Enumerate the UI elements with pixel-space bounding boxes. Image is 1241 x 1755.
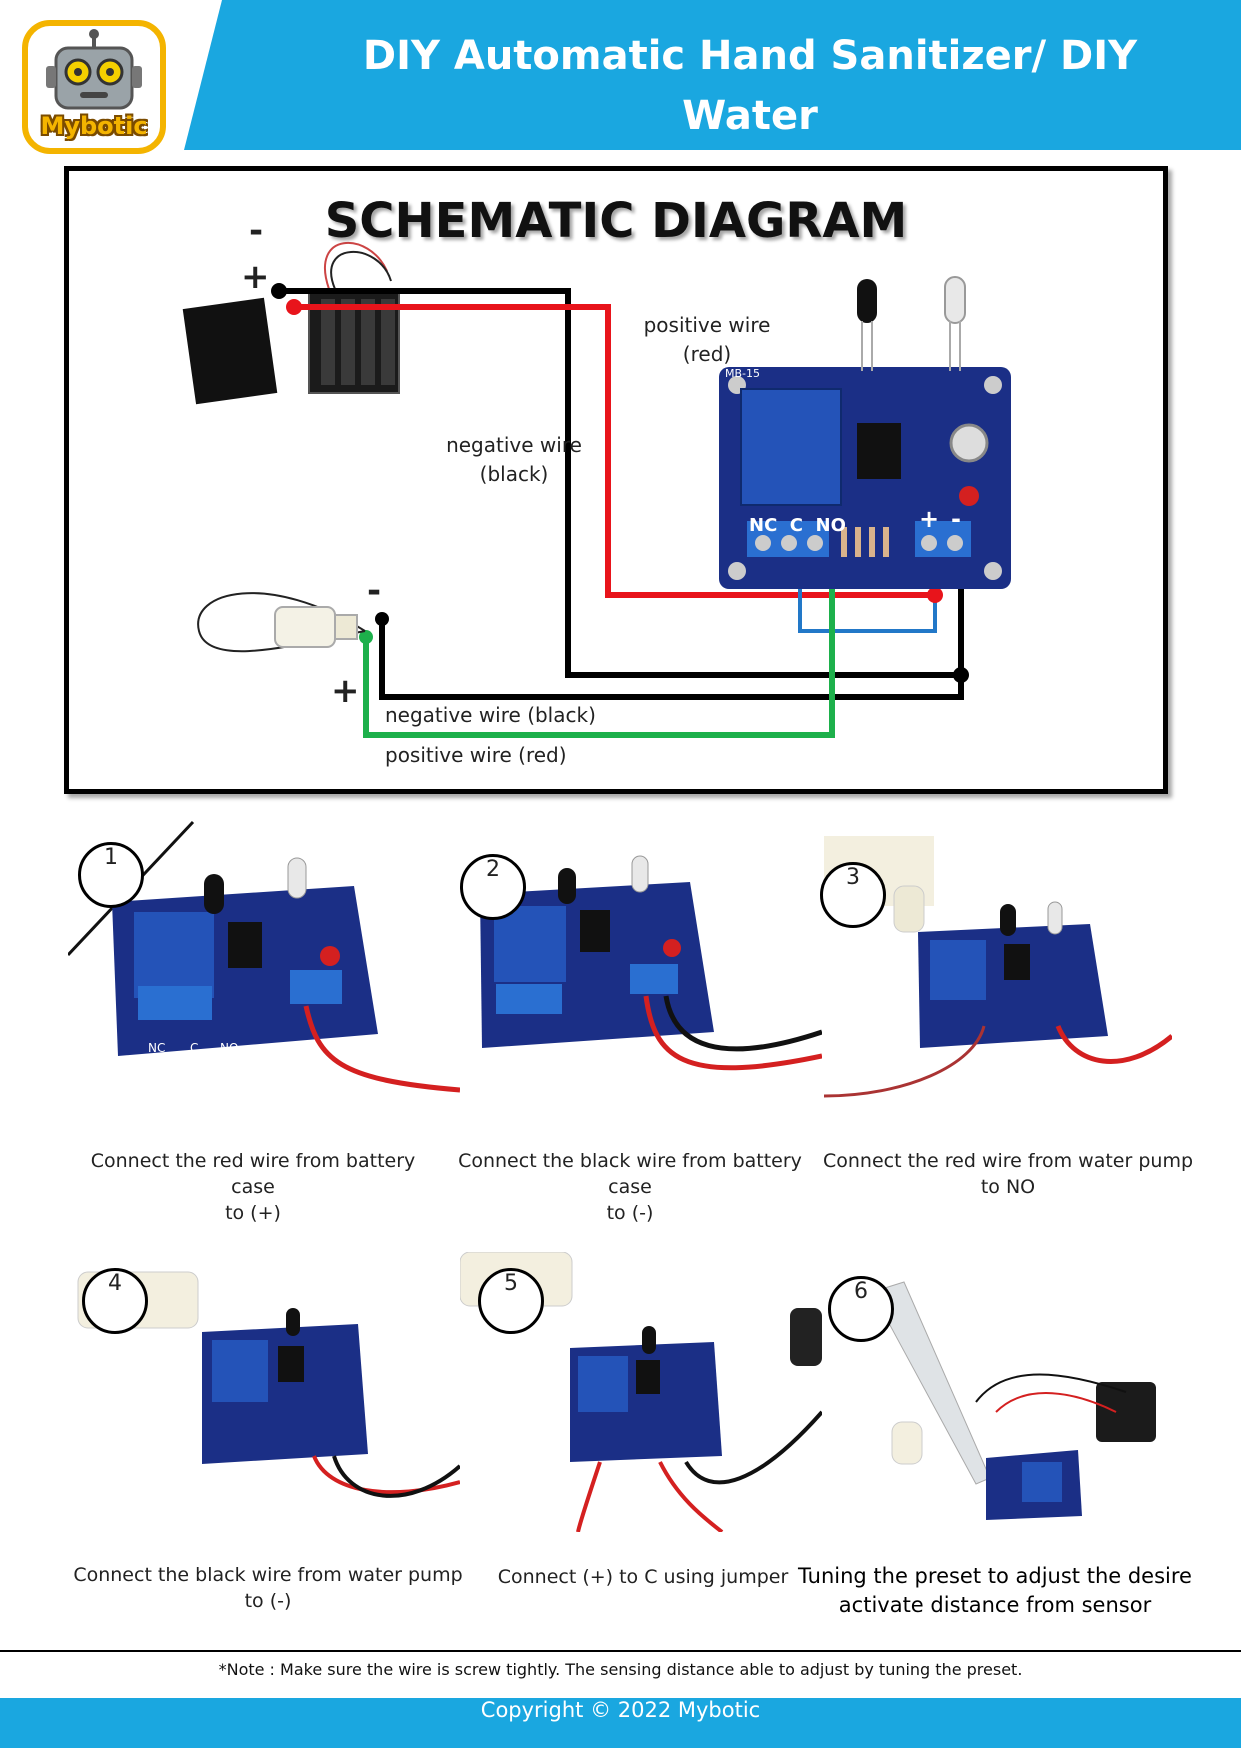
power-plus-label: + bbox=[919, 505, 940, 533]
title-line-1: DIY Automatic Hand Sanitizer/ DIY Water bbox=[362, 33, 1138, 139]
board-positive-node bbox=[927, 587, 943, 603]
footer-divider bbox=[0, 1650, 1241, 1652]
step-2-number: 2 bbox=[460, 854, 526, 920]
schematic-title: SCHEMATIC DIAGRAM bbox=[324, 193, 908, 249]
black-wire-pump bbox=[379, 563, 964, 700]
relay-terminal-labels: NC C NO bbox=[749, 515, 846, 536]
step-1-number: 1 bbox=[78, 842, 144, 908]
pump-negative-node bbox=[375, 612, 389, 626]
svg-text:C: C bbox=[190, 1041, 198, 1055]
footer-note: *Note : Make sure the wire is screw tigh… bbox=[218, 1660, 1023, 1679]
step-5: 5 bbox=[460, 1252, 822, 1532]
schematic-drawing bbox=[182, 241, 1011, 738]
step-6-number: 6 bbox=[828, 1276, 894, 1342]
mybotic-logo: Mybotic bbox=[22, 20, 166, 154]
negative-wire-label: negative wire (black) bbox=[446, 433, 582, 486]
board-negative-node bbox=[953, 667, 969, 683]
power-minus-label: - bbox=[951, 505, 961, 533]
step-6-photo bbox=[871, 1281, 1156, 1520]
schematic-diagram: SCHEMATIC DIAGRAM - + positive wire (red… bbox=[64, 166, 1168, 794]
robot-icon bbox=[46, 29, 142, 110]
step-5-caption: Connect (+) to C using jumper bbox=[497, 1566, 789, 1588]
pump-negative-symbol: - bbox=[367, 571, 382, 611]
footer-bar: Copyright © 2022 Mybotic bbox=[0, 1698, 1241, 1748]
step-3-number: 3 bbox=[820, 862, 886, 928]
battery-positive-node bbox=[286, 299, 302, 315]
step-3: 3 bbox=[820, 836, 1172, 1102]
battery-negative-node bbox=[271, 283, 287, 299]
step-2-caption: Connect the black wire from battery case… bbox=[458, 1150, 802, 1224]
board-model-label: MB-15 bbox=[725, 367, 761, 380]
battery-positive-symbol: + bbox=[241, 257, 270, 297]
step-1-photo: NC C NO bbox=[68, 820, 460, 1093]
green-wire-pump bbox=[363, 553, 835, 738]
svg-text:NO: NO bbox=[220, 1041, 238, 1055]
logo-wordmark: Mybotic bbox=[40, 112, 148, 140]
pump-positive-wire-label: positive wire (red) bbox=[385, 743, 567, 767]
positive-wire-label: positive wire (red) bbox=[643, 313, 771, 366]
pump-positive-node bbox=[359, 630, 373, 644]
step-4-photo bbox=[77, 1271, 460, 1498]
black-wire-battery bbox=[279, 288, 961, 678]
pump-positive-symbol: + bbox=[331, 671, 360, 711]
step-1: NC C NO 1 bbox=[68, 820, 460, 1110]
battery-negative-symbol: - bbox=[249, 211, 264, 251]
step-2: 2 bbox=[460, 836, 822, 1106]
header: Mybotic DIY Automatic Hand Sanitizer/ DI… bbox=[0, 0, 1241, 199]
header-banner bbox=[184, 0, 1241, 150]
pump-negative-wire-label: negative wire (black) bbox=[385, 703, 596, 727]
svg-text:NC: NC bbox=[148, 1041, 165, 1055]
water-pump-icon bbox=[197, 592, 366, 653]
copyright-text: Copyright © 2022 Mybotic bbox=[480, 1698, 761, 1722]
battery-case-icon bbox=[182, 241, 400, 405]
ir-sensor-leds bbox=[857, 276, 966, 371]
step-5-number: 5 bbox=[478, 1268, 544, 1334]
step-2-photo bbox=[480, 855, 822, 1071]
relay-module-board bbox=[719, 367, 1011, 589]
step-4: 4 bbox=[68, 1252, 460, 1532]
step-4-number: 4 bbox=[82, 1268, 148, 1334]
step-6: 6 bbox=[826, 1262, 1156, 1532]
